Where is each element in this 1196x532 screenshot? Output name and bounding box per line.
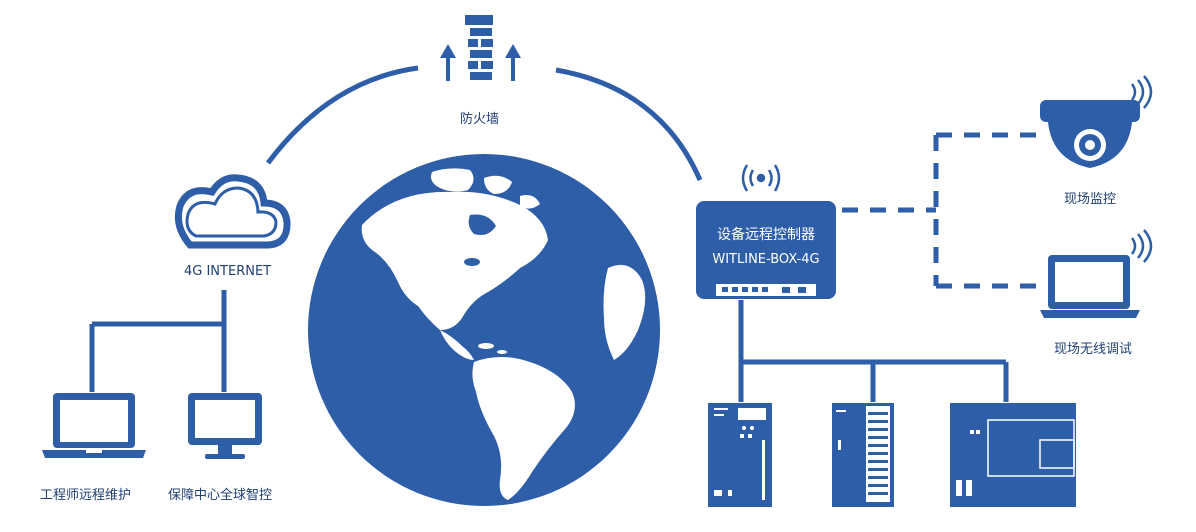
firewall-label: 防火墙 [460,112,500,127]
center-label: 保障中心全球智控 [168,488,273,503]
firewall-device-arc [555,67,703,181]
internet-firewall-arc [265,65,419,165]
device-box [696,201,836,299]
wireless-debug-label: 现场无线调试 [1054,342,1133,357]
internet-label: 4G INTERNET [184,264,272,279]
monitor-icon [188,393,262,459]
wireless-dashed-links [842,132,1038,289]
internet-links [89,290,227,392]
cloud-icon [174,174,291,249]
device-model: WITLINE-BOX-4G [712,252,820,267]
device-name: 设备远程控制器 [717,227,815,243]
laptop-icon [42,393,146,458]
debug-laptop-icon [1040,229,1153,318]
wifi-signal-icon [741,164,781,192]
engineer-label: 工程师远程维护 [40,488,132,503]
globe-icon [308,154,660,506]
firewall-icon [440,15,521,81]
fieldbus-links [738,300,1009,402]
connection-arcs [265,65,703,181]
plc-module-1 [708,403,772,507]
monitoring-label: 现场监控 [1064,192,1117,207]
plc-module-3 [950,403,1076,507]
camera-icon [1040,75,1153,168]
plc-module-2 [832,403,894,507]
